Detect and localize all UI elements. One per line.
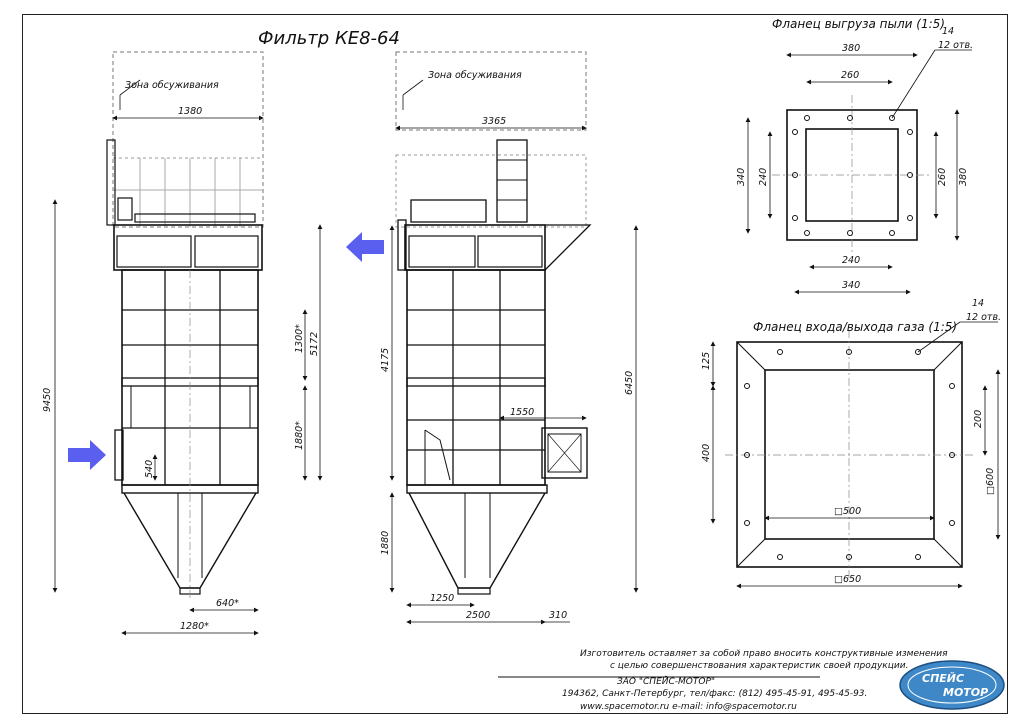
gas-flange-side-size: □600 xyxy=(985,468,996,495)
dust-flange-left-outer: 340 xyxy=(736,168,747,186)
dim-side-bottom-offset: 310 xyxy=(549,610,567,621)
dust-flange-bolt-w: 260 xyxy=(841,70,859,81)
side-view xyxy=(389,51,639,625)
footer-address: 194362, Санкт-Петербург, тел/факс: (812)… xyxy=(562,689,867,699)
gas-inlet-arrow-icon xyxy=(68,440,106,470)
footer-web: www.spacemotor.ru e-mail: info@spacemoto… xyxy=(580,702,797,712)
dust-flange-holes: 12 отв. xyxy=(938,40,973,51)
gas-flange-title: Фланец входа/выхода газа (1:5) xyxy=(753,320,957,334)
service-zone-label-front: Зона обсуживания xyxy=(125,80,219,91)
dust-flange-outer-h: 380 xyxy=(958,168,969,186)
front-view xyxy=(52,51,323,636)
dust-flange-bottom-inner: 240 xyxy=(842,255,860,266)
footer-company: ЗАО "СПЕЙС-МОТОР" xyxy=(617,675,715,687)
dim-front-upper-mid: 1300* xyxy=(294,324,305,353)
dim-front-lower-mid: 1880* xyxy=(294,421,305,450)
dust-flange-hole-dia: 14 xyxy=(942,26,954,37)
dust-flange-drawing xyxy=(745,49,972,295)
footer-disclaimer-2: с целью совершенствования характеристик … xyxy=(610,661,908,671)
dust-flange-left-inner: 240 xyxy=(758,168,769,186)
logo-line-1: СПЕЙС xyxy=(922,672,964,685)
footer-disclaimer-1: Изготовитель оставляет за собой право вн… xyxy=(580,649,948,659)
logo-line-2: МОТОР xyxy=(943,686,988,699)
dim-side-top-width: 3365 xyxy=(482,116,506,127)
dim-front-inlet-height: 540 xyxy=(144,460,155,478)
drawing-frame xyxy=(22,14,1008,714)
gas-flange-bolt-span: 400 xyxy=(701,444,712,462)
dust-flange-bottom-outer: 340 xyxy=(842,280,860,291)
company-logo: СПЕЙС МОТОР xyxy=(899,660,1005,710)
dim-front-total-height: 9450 xyxy=(42,388,53,412)
dim-side-hopper-height: 1880 xyxy=(380,531,391,555)
dim-side-bottom-half: 1250 xyxy=(430,593,454,604)
dim-front-base-width: 1280* xyxy=(180,621,209,632)
gas-flange-pitch: 200 xyxy=(973,410,984,428)
gas-outlet-arrow-icon xyxy=(346,232,384,262)
dust-flange-title: Фланец выгруза пыли (1:5) xyxy=(772,17,945,31)
gas-flange-outer-size: □650 xyxy=(834,574,861,585)
gas-flange-drawing xyxy=(710,321,1001,589)
gas-flange-holes: 12 отв. xyxy=(966,312,1001,323)
dust-flange-bolt-h: 260 xyxy=(937,168,948,186)
gas-flange-inner-size: □500 xyxy=(834,506,861,517)
service-zone-label-side: Зона обсуживания xyxy=(428,70,522,81)
dim-front-upper-section: 5172 xyxy=(309,332,320,356)
dim-front-top-width: 1380 xyxy=(178,106,202,117)
dust-flange-outer-w: 380 xyxy=(842,43,860,54)
gas-flange-edge: 125 xyxy=(701,352,712,370)
dim-side-mid-height: 4175 xyxy=(380,348,391,372)
gas-flange-hole-dia: 14 xyxy=(972,298,984,309)
dim-side-right-height: 6450 xyxy=(624,371,635,395)
dim-front-bottom-outlet: 640* xyxy=(216,598,239,609)
dim-side-outlet-width: 1550 xyxy=(510,407,534,418)
drawing-title: Фильтр КЕ8-64 xyxy=(258,28,400,49)
dim-side-bottom-full: 2500 xyxy=(466,610,490,621)
